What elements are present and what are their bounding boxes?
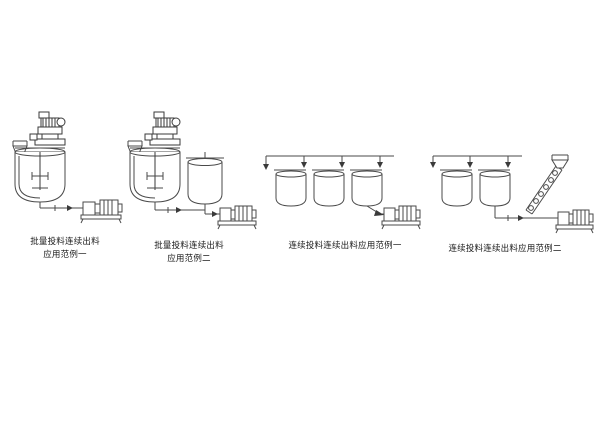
discharge-pipe: [204, 204, 220, 217]
caption-line: 连续投料连续出料应用范例一: [288, 241, 402, 251]
pump-unit-icon: [381, 205, 421, 230]
transfer-pipe: [154, 202, 205, 213]
diagram-3-caption: 连续投料连续出料应用范例一: [270, 240, 420, 253]
pump-unit-icon: [217, 205, 257, 230]
screw-conveyor-icon: [525, 154, 569, 215]
caption-line: 应用范例二: [167, 254, 211, 264]
diagram-2-caption: 批量投料连续出料 应用范例二: [126, 240, 252, 266]
diagram-1: 批量投料连续出料 应用范例一: [5, 110, 125, 260]
diagram-3-drawing: [263, 155, 421, 230]
tank-2-icon: [312, 169, 345, 207]
mixing-tank-icon: [14, 147, 66, 203]
tank-1-icon: [440, 169, 473, 207]
caption-line: 连续投料连续出料应用范例二: [448, 244, 562, 254]
diagram-3: 连续投料连续出料应用范例一: [262, 148, 422, 251]
feed-header-line: [263, 155, 394, 170]
diagram-1-caption: 批量投料连续出料 应用范例一: [2, 236, 128, 262]
motor-drive-icon: [29, 111, 66, 146]
diagram-4-drawing: [430, 154, 594, 234]
diagram-2: 批量投料连续出料 应用范例二: [120, 110, 260, 264]
diagram-2-drawing: [127, 111, 257, 230]
pump-unit-icon: [555, 209, 594, 234]
tank-3-icon: [350, 169, 383, 207]
buffer-tank-icon: [186, 152, 224, 205]
caption-line: 应用范例一: [43, 250, 87, 260]
diagram-1-drawing: [12, 111, 123, 224]
feed-header-line: [430, 155, 522, 168]
caption-line: 批量投料连续出料: [154, 241, 224, 251]
diagram-4-caption: 连续投料连续出料应用范例二: [430, 243, 580, 256]
mixing-tank-icon: [129, 147, 181, 203]
discharge-pipe: [494, 206, 558, 221]
tank-2-icon: [478, 169, 511, 207]
pump-unit-icon: [80, 199, 123, 224]
caption-line: 批量投料连续出料: [30, 237, 100, 247]
diagram-4: 连续投料连续出料应用范例二: [430, 138, 595, 254]
tank-1-icon: [274, 169, 307, 207]
motor-drive-icon: [144, 111, 181, 146]
discharge-pipe: [39, 202, 83, 211]
